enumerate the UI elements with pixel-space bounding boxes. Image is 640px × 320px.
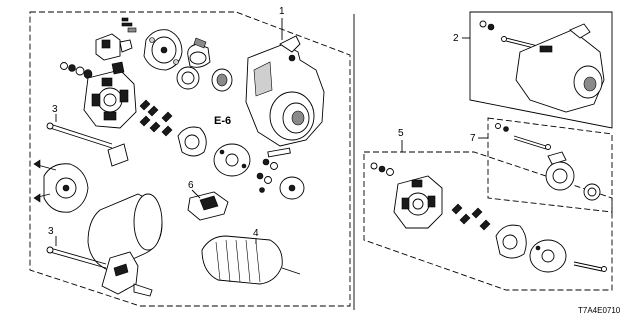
assy7-clutch bbox=[545, 151, 575, 191]
callout-4: 4 bbox=[253, 228, 259, 239]
assy2-starter bbox=[515, 23, 605, 113]
assy5-springs bbox=[451, 203, 491, 231]
front-housing bbox=[245, 35, 325, 147]
callout-3-lower: 3 bbox=[48, 226, 54, 237]
spring-pack bbox=[187, 191, 229, 221]
assembly-5-frame bbox=[363, 151, 613, 291]
brush-springs bbox=[139, 99, 173, 137]
assy2-washers bbox=[479, 20, 495, 31]
bearing-bracket bbox=[187, 37, 211, 68]
pinion-gear bbox=[211, 68, 233, 92]
small-disc bbox=[279, 176, 305, 200]
assembly-1-frame bbox=[29, 11, 351, 307]
assy7-bolt bbox=[513, 135, 551, 150]
bolt-set bbox=[256, 147, 291, 193]
through-bolt-upper bbox=[46, 122, 113, 149]
clip-set bbox=[121, 17, 137, 33]
callout-7: 7 bbox=[470, 133, 476, 144]
ref-label-e6: E-6 bbox=[214, 115, 231, 127]
assy5-gear-plate bbox=[529, 239, 567, 273]
assy5-bolt bbox=[573, 261, 607, 272]
callout-3-upper: 3 bbox=[52, 104, 58, 115]
small-bracket-upper bbox=[107, 143, 129, 167]
diagram-code: T7A4E0710 bbox=[578, 306, 621, 315]
callout-5: 5 bbox=[398, 128, 404, 139]
lower-bracket bbox=[101, 251, 153, 297]
gear-plate bbox=[213, 143, 251, 177]
armature bbox=[201, 235, 301, 285]
assembly-2-frame bbox=[469, 11, 613, 129]
bearing bbox=[176, 66, 200, 90]
brush-holder bbox=[83, 61, 137, 129]
end-cap bbox=[143, 29, 183, 71]
callout-2: 2 bbox=[453, 33, 459, 44]
assy5-brush-holder bbox=[393, 175, 443, 229]
assy7-washers bbox=[495, 123, 509, 132]
rear-cover bbox=[33, 159, 89, 213]
brush-plate bbox=[177, 126, 207, 157]
assy5-washers bbox=[370, 162, 394, 176]
leader-6 bbox=[191, 189, 201, 199]
assy7-bearing bbox=[583, 183, 601, 201]
assembly-7-frame bbox=[487, 117, 613, 213]
through-bolt-lower bbox=[46, 246, 107, 269]
terminal-cover bbox=[95, 33, 133, 61]
yoke-housing bbox=[87, 193, 163, 271]
nut-washer-set bbox=[60, 62, 93, 79]
callout-1: 1 bbox=[279, 6, 285, 17]
callout-6: 6 bbox=[188, 180, 194, 191]
assy5-brush-plate bbox=[495, 224, 527, 259]
